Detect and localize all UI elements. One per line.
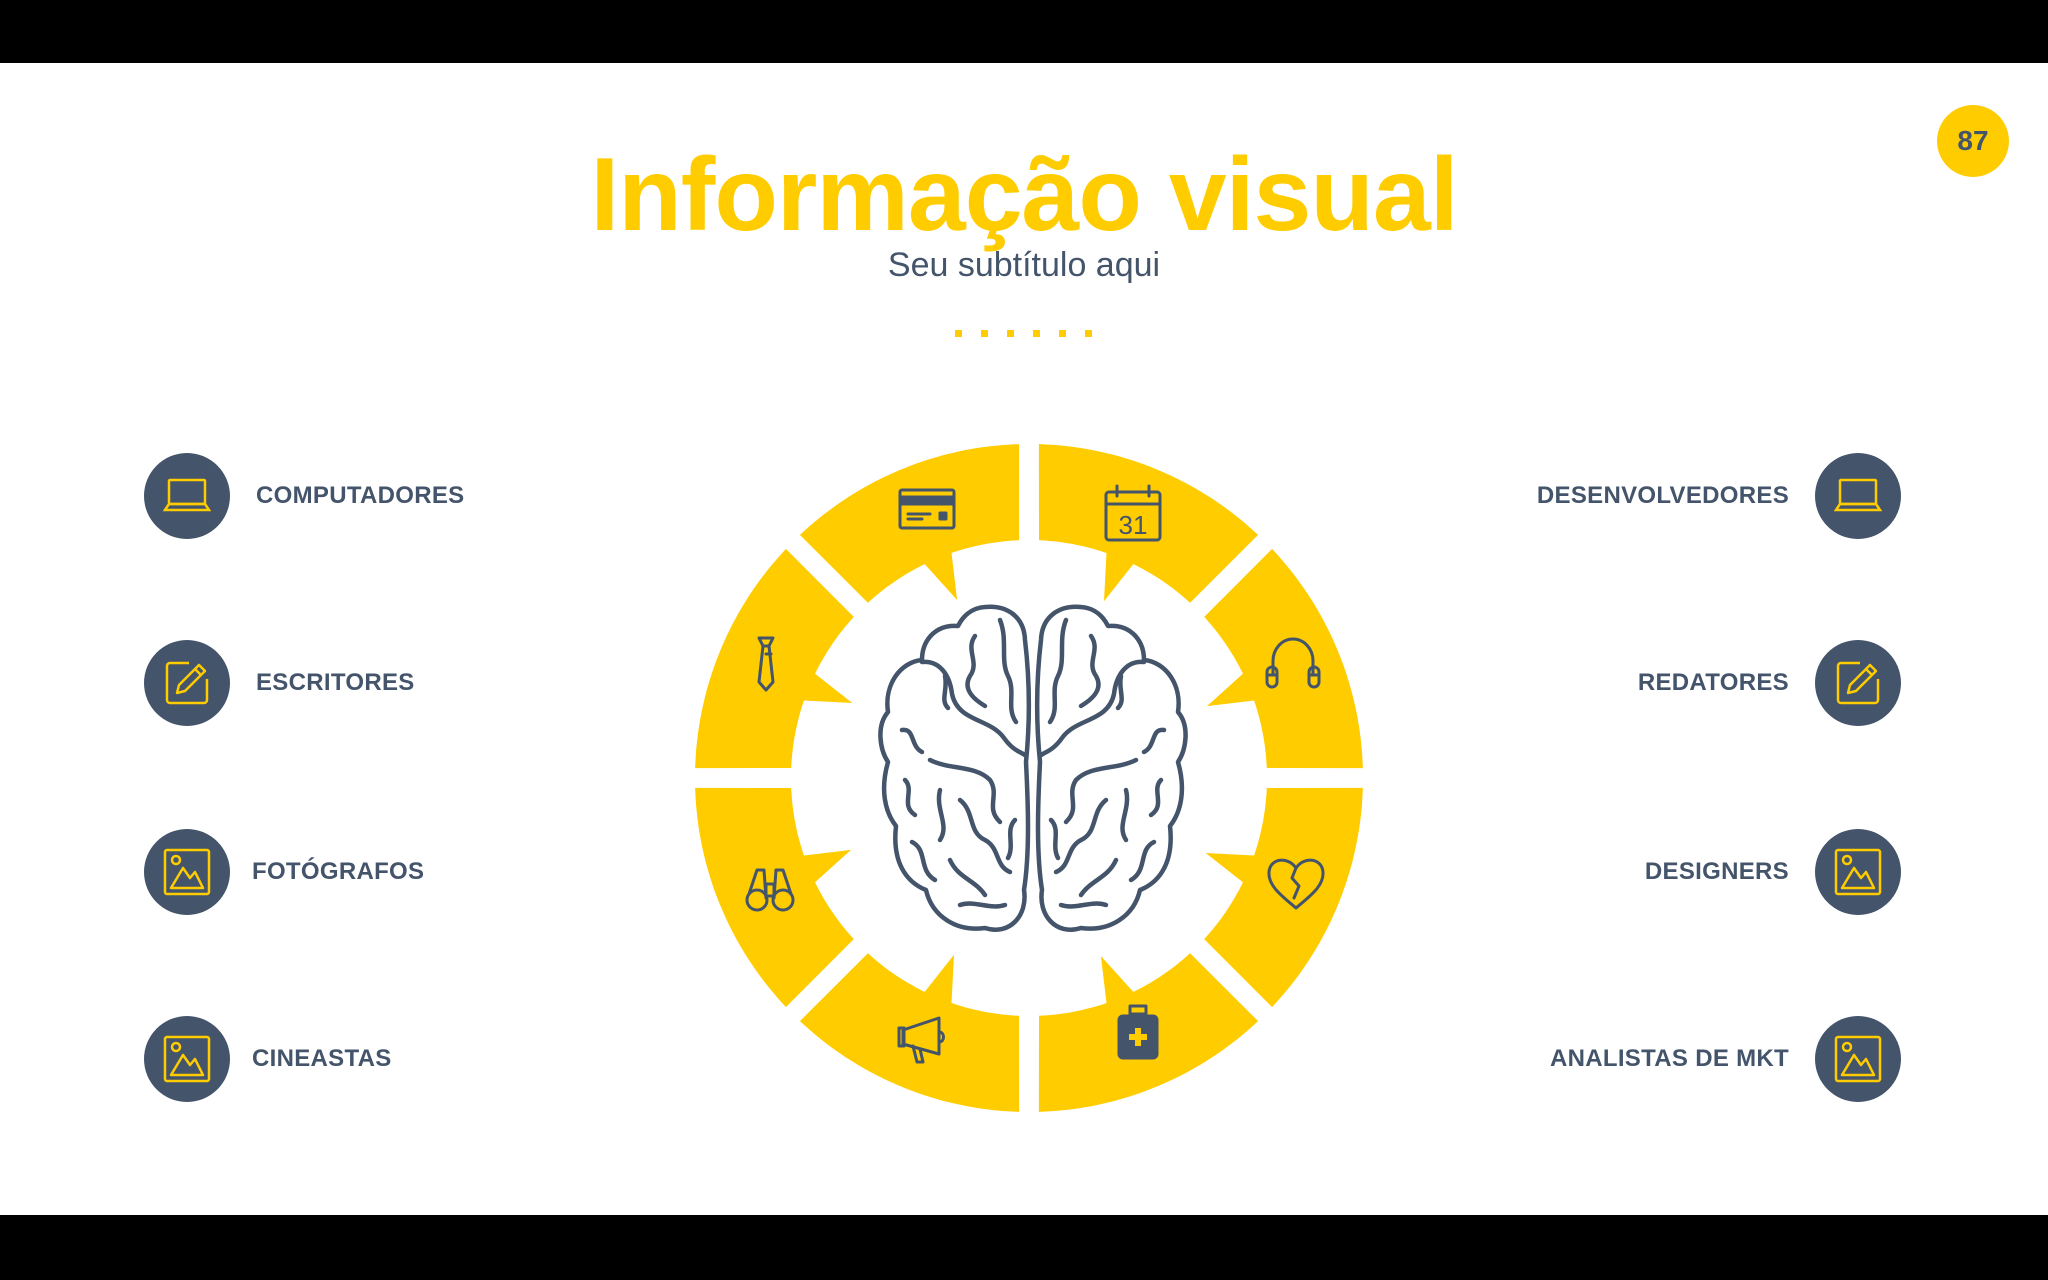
edit-pencil-icon: [144, 640, 230, 726]
calendar-icon: 31: [1104, 484, 1162, 542]
megaphone-icon: [897, 1016, 945, 1064]
slide-subtitle: Seu subtítulo aqui: [887, 246, 1161, 284]
laptop-icon: [1815, 453, 1901, 539]
divider-dot: [1007, 330, 1014, 337]
image-icon: [1815, 1016, 1901, 1102]
brain-left-hemisphere: [878, 604, 1032, 932]
binoculars-icon: [745, 868, 795, 912]
laptop-icon: [144, 453, 230, 539]
right-item-redatores: REDATORES: [1638, 640, 1901, 726]
tie-icon: [757, 636, 775, 692]
item-label: DESIGNERS: [1644, 858, 1789, 885]
credit-card-icon: [898, 488, 956, 530]
item-label: FOTÓGRAFOS: [252, 858, 425, 885]
divider-dot: [955, 330, 962, 337]
brain-icon: [878, 604, 1185, 932]
divider-dot: [1033, 330, 1040, 337]
right-item-designers: DESIGNERS: [1645, 829, 1901, 915]
headphones-icon: [1265, 637, 1321, 689]
image-icon: [144, 1016, 230, 1102]
left-item-cineastas: CINEASTAS: [144, 1016, 392, 1102]
ring-segment-tie: [695, 548, 854, 769]
ring-segment-megaphone: [799, 953, 1020, 1112]
left-item-fotografos: FOTÓGRAFOS: [144, 829, 424, 915]
item-label: DESENVOLVEDORES: [1536, 482, 1789, 509]
slide-title: Informação visual: [590, 137, 1458, 253]
letterbox-bottom: [0, 1215, 2048, 1280]
ring-segment-credit-card: [799, 444, 1020, 603]
item-label: ESCRITORES: [256, 669, 415, 696]
broken-heart-icon: [1267, 858, 1325, 910]
edit-pencil-icon: [1815, 640, 1901, 726]
page-number-badge: 87: [1937, 105, 2009, 177]
item-label: COMPUTADORES: [256, 482, 465, 509]
left-item-escritores: ESCRITORES: [144, 640, 415, 726]
ring-segment-calendar: [1038, 444, 1259, 603]
dotted-divider: [955, 330, 1092, 337]
letterbox-top: [0, 0, 2048, 63]
divider-dot: [1085, 330, 1092, 337]
item-label: CINEASTAS: [252, 1045, 392, 1072]
image-icon: [144, 829, 230, 915]
item-label: REDATORES: [1637, 669, 1789, 696]
divider-dot: [981, 330, 988, 337]
medicine-bottle-icon: [1117, 1004, 1159, 1060]
ring-segment-headphones: [1204, 548, 1363, 769]
left-item-computadores: COMPUTADORES: [144, 453, 465, 539]
right-item-analistas-de-mkt: ANALISTAS DE MKT: [1550, 1016, 1901, 1102]
image-icon: [1815, 829, 1901, 915]
calendar-day: 31: [1119, 510, 1148, 540]
divider-dot: [1059, 330, 1066, 337]
right-item-desenvolvedores: DESENVOLVEDORES: [1537, 453, 1901, 539]
item-label: ANALISTAS DE MKT: [1549, 1045, 1789, 1072]
